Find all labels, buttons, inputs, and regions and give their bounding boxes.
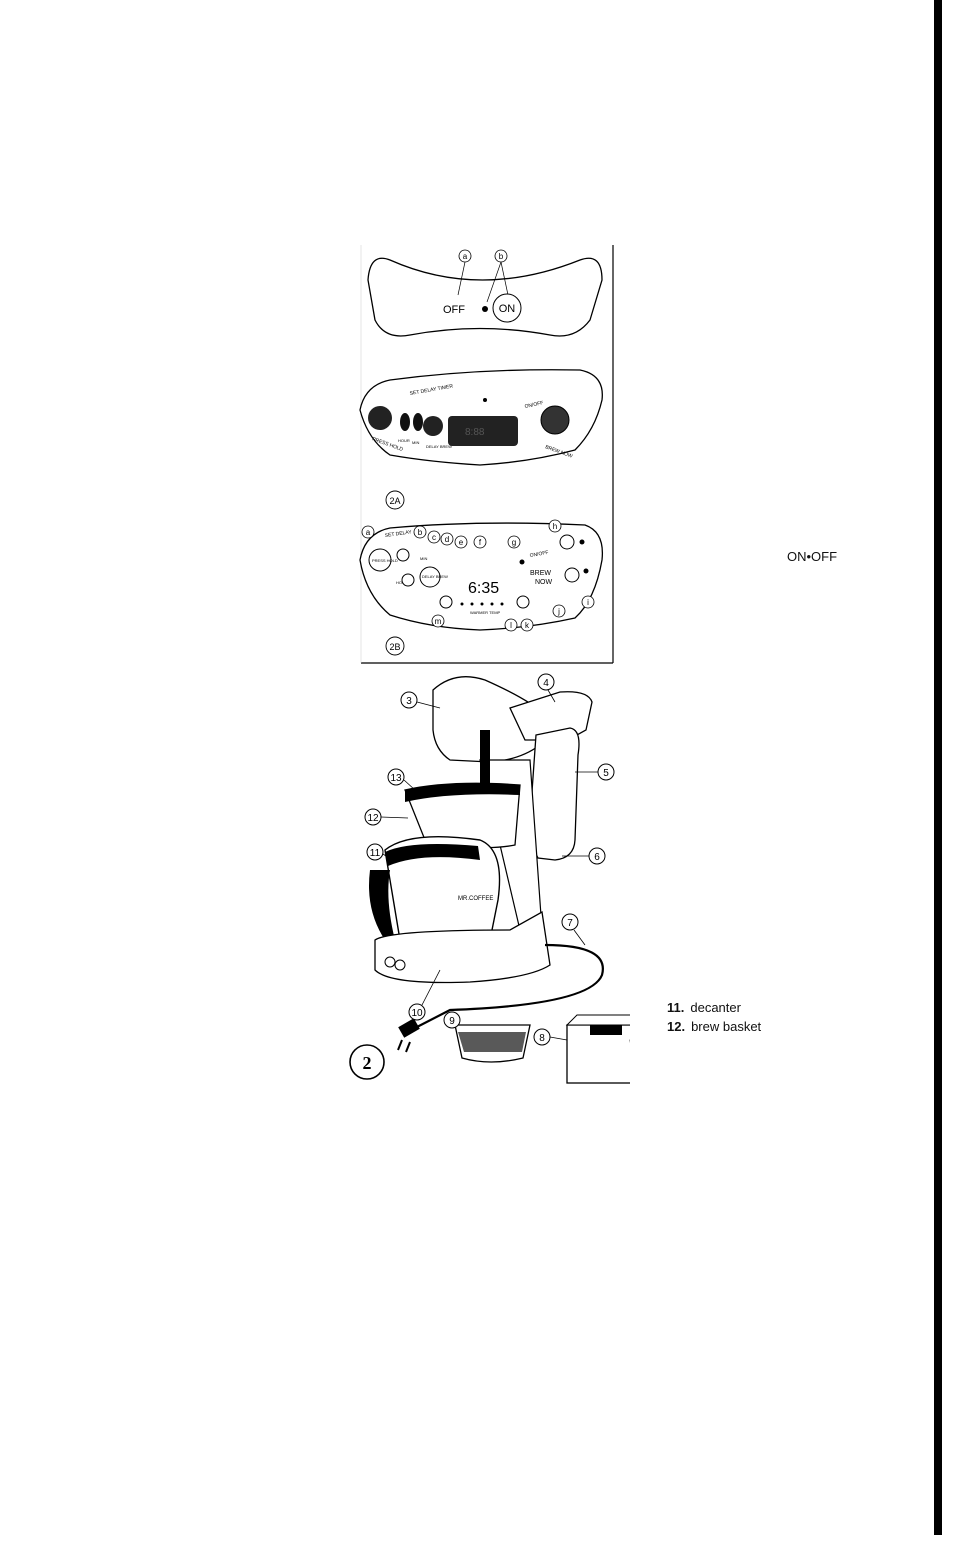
delay-brew-label-2b: DELAY BREW [422,574,448,579]
figure-number: 2 [363,1053,372,1073]
callout-2b-h: h [553,522,557,531]
now-label: NOW [535,579,553,586]
legend-item-brew-basket: 12. brew basket [667,1019,761,1034]
callout-2b-l: l [510,621,512,630]
clock-display: 6:35 [468,580,499,597]
brew-label: BREW [530,570,551,577]
legend-text: decanter [690,1000,741,1015]
callout-2b-j: j [557,607,560,616]
on-off-panel: a b OFF ON [367,249,603,337]
callout-2b-f: f [479,538,482,547]
panel-2b-tag: 2B [389,642,400,652]
callout-10: 10 [411,1008,423,1019]
callout-2b-a: a [366,528,371,537]
on-button-label: ON [499,303,516,315]
callout-2b-b: b [418,528,423,537]
callout-9: 9 [449,1016,455,1027]
callout-2b-g: g [512,538,516,547]
panel-2a-tag: 2A [389,496,400,506]
decanter-brand-label: MR.COFFEE [458,896,493,902]
callout-a: a [463,252,468,261]
set-delay-label-2b: SET DELAY [384,529,412,539]
figure-2: a b OFF ON SET DELAY TIMER PRESS HOLD HO… [349,245,630,1084]
callout-13: 13 [390,773,402,784]
warmer-temp-label: WARMER TEMP [470,610,501,615]
callout-6: 6 [594,852,600,863]
coffee-maker-illustration: MR.COFFEE 3 4 5 6 [364,673,630,1084]
panel-2b: SET DELAY PRESS HOLD HOUR MIN DELAY BREW… [359,519,604,656]
min-label-2b: MIN [420,556,427,561]
on-off-side-label: ON•OFF [787,549,838,564]
hour-label-2b: HOUR [396,580,408,585]
callout-2b-d: d [445,535,449,544]
svg-text:8:88: 8:88 [465,427,485,438]
legend-item-decanter: 11. decanter [667,1000,741,1015]
press-hold-label-2b: PRESS HOLD [372,558,398,563]
callout-2b-m: m [435,617,442,626]
callout-3: 3 [406,696,412,707]
min-label-2a: MIN [412,440,419,445]
delay-brew-label-2a: DELAY BREW [426,444,452,449]
callout-12: 12 [367,813,379,824]
callout-b: b [499,252,504,261]
callout-2b-e: e [459,538,464,547]
callout-7: 7 [567,918,573,929]
callout-2b-c: c [432,533,436,542]
panel-2a: SET DELAY TIMER PRESS HOLD HOUR MIN DELA… [359,369,603,510]
callout-8: 8 [539,1033,545,1044]
callout-11: 11 [370,848,381,859]
legend-number: 12. [667,1019,686,1034]
callout-2b-i: i [587,598,589,607]
callout-4: 4 [543,678,549,689]
hour-label-2a: HOUR [398,438,410,443]
off-label: OFF [443,304,465,316]
on-off-label-2b: ON/OFF [529,550,549,559]
legend-number: 11. [667,1000,685,1015]
callout-2b-k: k [525,621,530,630]
on-off-label-2a: ON/OFF [524,400,544,410]
callout-5: 5 [603,768,609,779]
legend-text: brew basket [691,1019,762,1034]
page-edge-bar [934,0,942,1535]
